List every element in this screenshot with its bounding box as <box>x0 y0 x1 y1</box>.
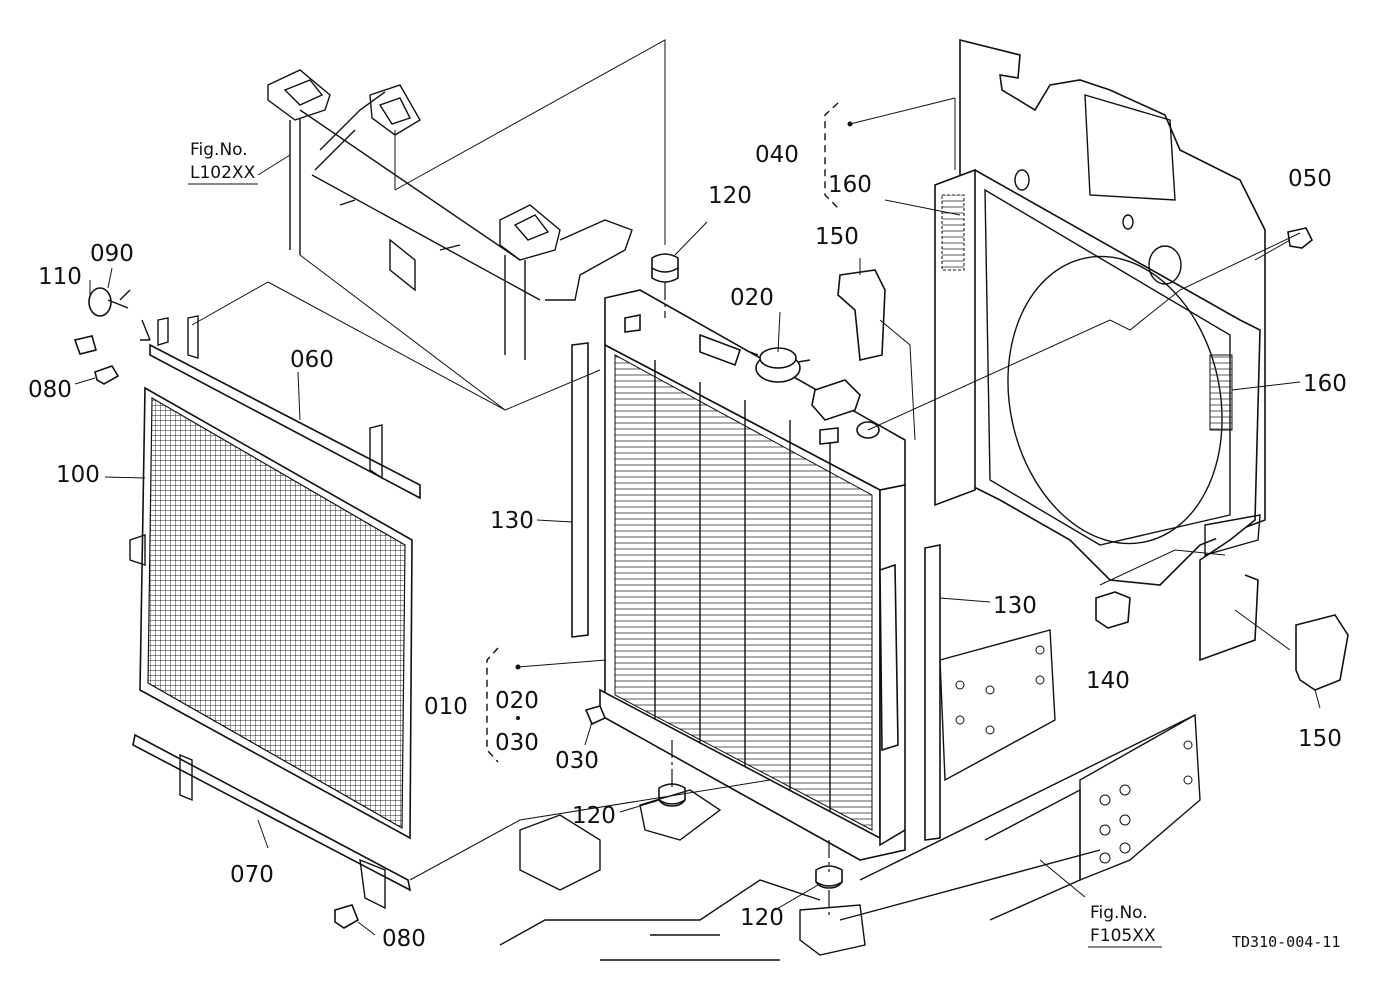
label-090: 090 <box>90 241 134 267</box>
label-120-bottom: 120 <box>740 905 784 931</box>
label-120-mid: 120 <box>572 803 616 829</box>
lower-frame <box>499 629 1201 961</box>
label-030: 030 <box>555 748 599 774</box>
label-130-left: 130 <box>490 508 534 534</box>
lower-bracket <box>132 733 412 910</box>
label-100: 100 <box>56 462 100 488</box>
label-080-top: 080 <box>28 377 72 403</box>
label-150-bottom: 150 <box>1298 726 1342 752</box>
rubber-mounts <box>651 253 843 915</box>
label-160-right: 160 <box>1303 371 1347 397</box>
mesh-screen <box>129 386 413 840</box>
radiator-core <box>599 289 906 861</box>
group-brackets <box>486 102 853 763</box>
fig-ref-lower-code: F105XX <box>1090 926 1156 946</box>
label-140: 140 <box>1086 668 1130 694</box>
radiator-cap <box>744 347 811 383</box>
label-040: 040 <box>755 142 799 168</box>
label-110: 110 <box>38 264 82 290</box>
label-070: 070 <box>230 862 274 888</box>
label-160-top: 160 <box>828 172 872 198</box>
label-120-top: 120 <box>708 183 752 209</box>
upper-frame <box>267 39 666 360</box>
figure-references: Fig.No. L102XX Fig.No. F105XX <box>188 140 1162 948</box>
fig-ref-lower-title: Fig.No. <box>1090 903 1148 923</box>
label-010: 010 <box>424 694 468 720</box>
upper-bracket <box>140 315 421 500</box>
label-020-group: 020 <box>495 688 539 714</box>
label-080-bottom: 080 <box>382 926 426 952</box>
label-130-right: 130 <box>993 593 1037 619</box>
fig-ref-upper-title: Fig.No. <box>190 140 248 160</box>
label-030-group: 030 <box>495 730 539 756</box>
leader-lines <box>74 97 1321 936</box>
label-020: 020 <box>730 285 774 311</box>
foam-blocks <box>837 269 1349 691</box>
label-050: 050 <box>1288 166 1332 192</box>
foam-strips <box>571 342 941 841</box>
label-060: 060 <box>290 347 334 373</box>
fan-shroud <box>934 38 1266 662</box>
bolts <box>73 227 1314 929</box>
label-150-top: 150 <box>815 224 859 250</box>
part-labels: 010 020 020 030 030 040 050 060 070 080 … <box>28 142 1347 952</box>
drawing-code: TD310-004-11 <box>1232 933 1340 951</box>
fig-ref-upper-code: L102XX <box>190 163 256 183</box>
